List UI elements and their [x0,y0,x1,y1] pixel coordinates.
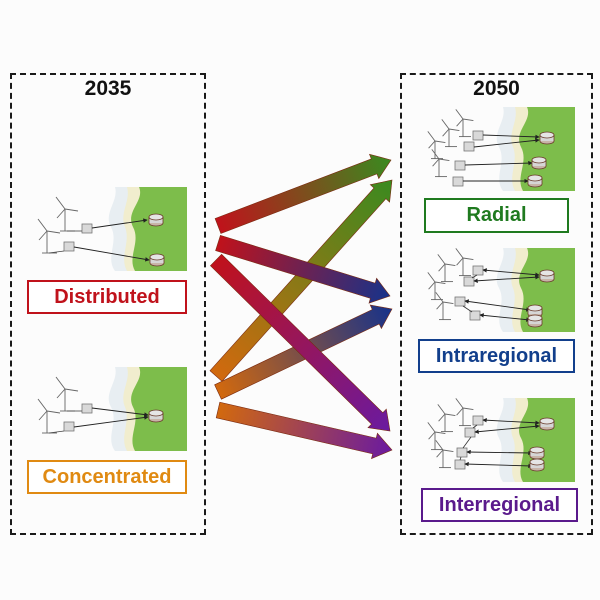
panel-2035: 2035 [10,73,206,535]
substation-icon [63,421,75,432]
cable-link [73,415,149,428]
year-title-2050: 2050 [473,77,520,100]
cable-link [482,134,540,140]
wind-turbine-icon [427,131,446,160]
concentrated-scene-illustration [37,367,187,451]
transition-arrow-distributed-to-radial [214,153,392,234]
interregional-label: Interregional [421,488,578,522]
radial-label: Radial [424,198,569,233]
substation-icon [463,141,475,152]
cable-link [73,246,150,262]
cable-link [473,274,540,284]
transition-arrow-concentrated-to-interregional [215,401,393,460]
substation-icon [454,160,466,171]
radial-scene-illustration [427,107,575,191]
panel-2050: 2050 [400,73,593,535]
transition-arrow-distributed-to-interregional [209,253,391,432]
land-area [131,187,187,271]
wind-turbine-icon [435,440,454,469]
cable-link [482,268,540,277]
distributed-scene-illustration [37,187,187,271]
wind-turbine-icon [427,422,446,451]
cable-link [464,461,533,469]
substation-icon [452,176,464,187]
cable-link [466,449,533,456]
wind-turbine-icon [455,398,474,427]
wind-turbine-icon [437,254,456,283]
distributed-label: Distributed [27,280,187,314]
transition-arrow-distributed-to-intraregional [215,235,391,304]
cable-link [473,138,540,148]
cable-link [482,417,540,426]
land-area [519,107,575,191]
cable-link [91,407,149,417]
intraregional-scene-illustration [427,248,575,332]
substation-icon [81,403,93,414]
cable-link [464,160,533,166]
wind-turbine-icon [435,292,454,321]
wind-turbine-icon [455,248,474,277]
wind-turbine-icon [37,398,61,434]
substation-icon [472,130,484,141]
cable-link [91,218,148,229]
interregional-scene-illustration [427,398,575,482]
transition-arrow-concentrated-to-radial [209,179,393,382]
wind-turbine-icon [441,119,460,148]
substation-icon [63,241,75,252]
cable-link [474,424,540,434]
substation-icon [81,223,93,234]
wind-turbine-icon [431,149,450,178]
concentrated-label: Concentrated [27,460,187,494]
wind-turbine-icon [455,109,474,138]
cable-link [464,299,531,312]
year-title-2035: 2035 [84,77,132,100]
cable-link [479,313,531,322]
intraregional-label: Intraregional [418,339,575,373]
land-area [131,367,187,451]
wind-turbine-icon [437,404,456,433]
